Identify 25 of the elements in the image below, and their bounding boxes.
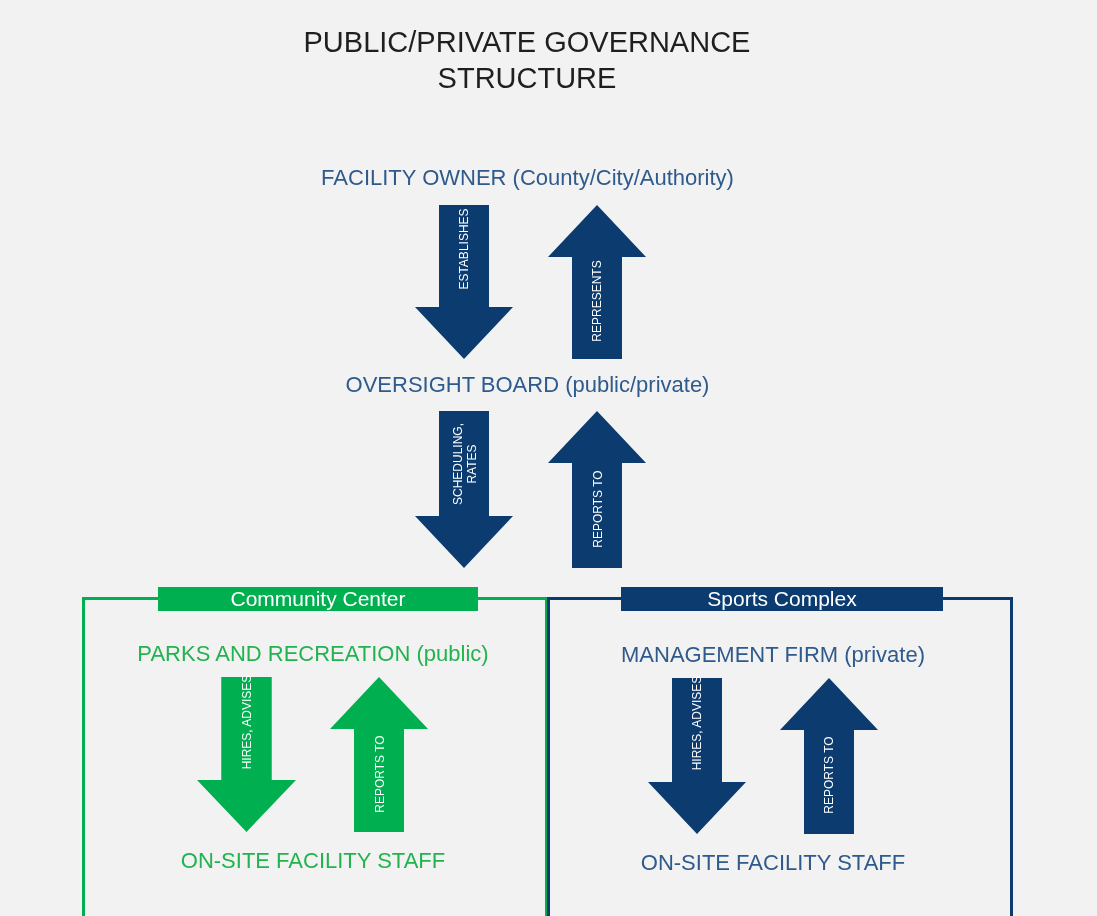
edge-label: SCHEDULING, RATES [450, 421, 478, 507]
entity-label: MANAGEMENT FIRM (private) [621, 642, 925, 668]
edge-label: HIRES, ADVISES [239, 673, 254, 770]
block-arrow [197, 677, 296, 832]
frame-heading: Sports Complex [621, 587, 943, 611]
entity-label: FACILITY OWNER (County/City/Authority) [321, 165, 734, 191]
edge-label: REPORTS TO [590, 468, 604, 550]
edge-label: REPRESENTS [590, 259, 604, 344]
edge-label: REPORTS TO [372, 733, 386, 815]
entity-label: PARKS AND RECREATION (public) [137, 641, 489, 667]
block-arrow [648, 678, 746, 834]
edge-label: REPORTS TO [822, 735, 836, 816]
diagram-title: PUBLIC/PRIVATE GOVERNANCE STRUCTURE [302, 25, 752, 96]
entity-label: OVERSIGHT BOARD (public/private) [345, 372, 710, 398]
entity-label: ON-SITE FACILITY STAFF [640, 850, 906, 876]
edge-label: HIRES, ADVISES [690, 674, 704, 772]
block-arrow [415, 205, 513, 359]
block-arrow [548, 411, 646, 568]
block-arrow [780, 678, 878, 834]
frame-heading: Community Center [158, 587, 478, 611]
block-arrow [330, 677, 428, 832]
edge-label: ESTABLISHES [457, 207, 471, 292]
entity-label: ON-SITE FACILITY STAFF [180, 848, 446, 874]
block-arrow [548, 205, 646, 359]
block-arrow [415, 411, 513, 568]
